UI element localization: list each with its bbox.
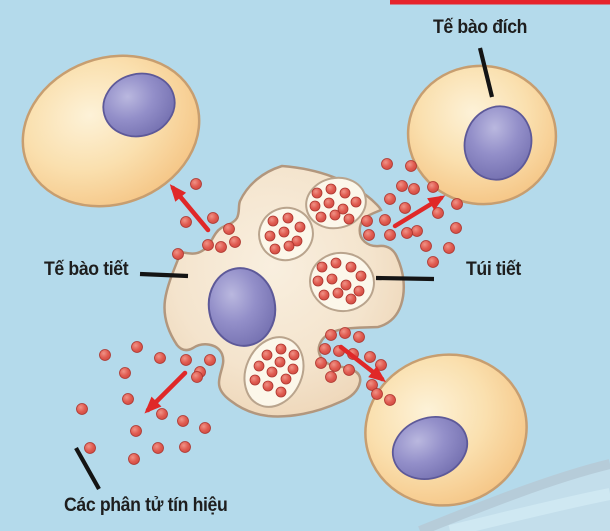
secretory-vesicle-3 [309,251,375,313]
nucleus [463,105,533,181]
signal-molecules-lower-left [76,341,216,465]
label-secretory-cell: Tế bào tiết [44,259,129,280]
arrow-up-left-icon [169,184,211,233]
arrow-down-right-icon [338,344,386,383]
nucleus [207,267,277,347]
cell-bottom-right [364,353,528,507]
pointer-signal-molecules [74,446,101,491]
cell-top-left [21,54,201,208]
label-pointer-lines [74,47,495,491]
target-cell [406,64,558,206]
pointer-target-cell [477,47,495,98]
arrow-up-right-icon [392,195,446,229]
pointer-vesicle [375,275,435,282]
secretory-vesicle-1 [258,206,314,262]
secretion-arrows [144,184,446,414]
nucleus [391,416,469,480]
label-target-cell: Tế bào đích [433,17,528,38]
cell-membrane [21,54,201,208]
secretory-cell [163,164,406,418]
secretory-vesicle-2 [305,176,367,230]
pointer-secretory-cell [139,271,189,279]
background-swoosh [418,459,610,531]
signal-molecules-upper-right [361,158,463,268]
secretory-vesicle-4 [243,336,305,408]
top-border-rule [390,0,610,5]
nucleus [102,72,176,138]
label-vesicle: Túi tiết [466,259,521,280]
arrow-down-left-icon [144,370,188,414]
signal-molecules-upper-left [172,178,241,260]
label-signal-molecules: Các phân tử tín hiệu [64,495,228,516]
